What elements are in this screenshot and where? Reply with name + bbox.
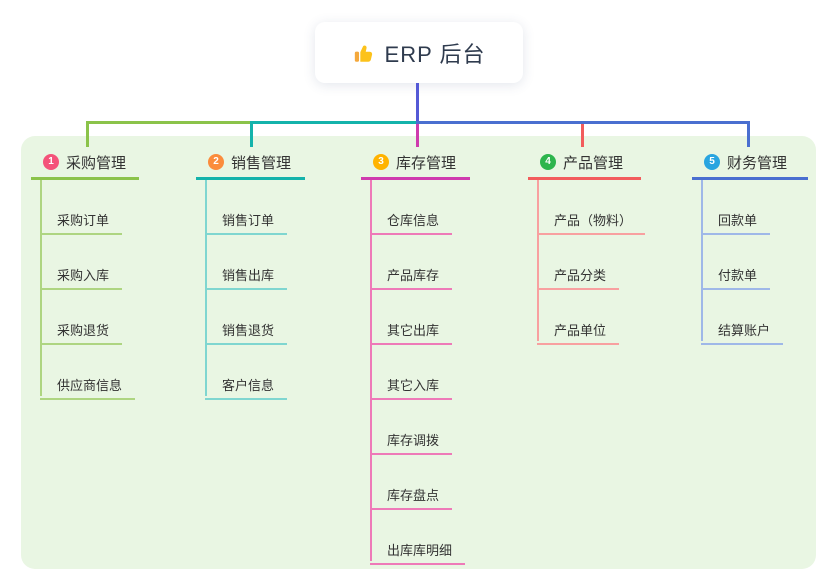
child-node[interactable]: 销售订单 bbox=[205, 203, 288, 235]
branch-node-5[interactable]: 5 财务管理 bbox=[692, 147, 808, 180]
child-spine-line bbox=[370, 180, 372, 561]
child-spine-line bbox=[537, 180, 539, 341]
branch-drop-line-5 bbox=[747, 121, 750, 147]
child-node[interactable]: 销售退货 bbox=[205, 313, 288, 345]
root-stub-line bbox=[416, 83, 419, 124]
branch-index-badge-5: 5 bbox=[704, 154, 720, 170]
branch-label: 产品管理 bbox=[563, 154, 624, 172]
child-node[interactable]: 销售出库 bbox=[205, 258, 288, 290]
child-node[interactable]: 仓库信息 bbox=[370, 203, 453, 235]
child-node[interactable]: 供应商信息 bbox=[40, 368, 136, 400]
child-node[interactable]: 库存盘点 bbox=[370, 478, 453, 510]
branch-drop-line-4 bbox=[581, 124, 584, 147]
child-node[interactable]: 回款单 bbox=[701, 203, 771, 235]
child-spine-line bbox=[701, 180, 703, 341]
branch-node-2[interactable]: 2 销售管理 bbox=[196, 147, 305, 180]
child-node[interactable]: 其它出库 bbox=[370, 313, 453, 345]
branch-node-1[interactable]: 1 采购管理 bbox=[31, 147, 139, 180]
root-node[interactable]: ERP 后台 bbox=[315, 22, 523, 83]
child-node[interactable]: 结算账户 bbox=[701, 313, 784, 345]
branches-panel bbox=[21, 136, 816, 569]
child-node[interactable]: 其它入库 bbox=[370, 368, 453, 400]
branch-index-badge-4: 4 bbox=[540, 154, 556, 170]
branch-label: 财务管理 bbox=[727, 154, 788, 172]
thumbs-up-icon bbox=[353, 42, 375, 64]
bus-line-mid-teal bbox=[250, 121, 418, 124]
branch-drop-line-2 bbox=[250, 121, 253, 147]
branch-drop-line-1 bbox=[86, 121, 89, 147]
branch-label: 销售管理 bbox=[231, 154, 292, 172]
child-node[interactable]: 付款单 bbox=[701, 258, 771, 290]
child-node[interactable]: 采购订单 bbox=[40, 203, 123, 235]
branch-drop-line-3 bbox=[416, 124, 419, 147]
branch-label: 库存管理 bbox=[396, 154, 457, 172]
child-node[interactable]: 采购入库 bbox=[40, 258, 123, 290]
child-node[interactable]: 出库库明细 bbox=[370, 533, 466, 565]
branch-node-4[interactable]: 4 产品管理 bbox=[528, 147, 641, 180]
child-node[interactable]: 客户信息 bbox=[205, 368, 288, 400]
child-node[interactable]: 采购退货 bbox=[40, 313, 123, 345]
child-node[interactable]: 产品分类 bbox=[537, 258, 620, 290]
child-node[interactable]: 产品单位 bbox=[537, 313, 620, 345]
branch-index-badge-2: 2 bbox=[208, 154, 224, 170]
child-node[interactable]: 产品（物料） bbox=[537, 203, 646, 235]
child-node[interactable]: 产品库存 bbox=[370, 258, 453, 290]
branch-label: 采购管理 bbox=[66, 154, 127, 172]
branch-index-badge-1: 1 bbox=[43, 154, 59, 170]
branch-node-3[interactable]: 3 库存管理 bbox=[361, 147, 470, 180]
branch-index-badge-3: 3 bbox=[373, 154, 389, 170]
child-node[interactable]: 库存调拨 bbox=[370, 423, 453, 455]
root-label: ERP 后台 bbox=[384, 41, 486, 67]
bus-line-right-blue bbox=[416, 121, 750, 124]
bus-line-left-green bbox=[86, 121, 252, 124]
